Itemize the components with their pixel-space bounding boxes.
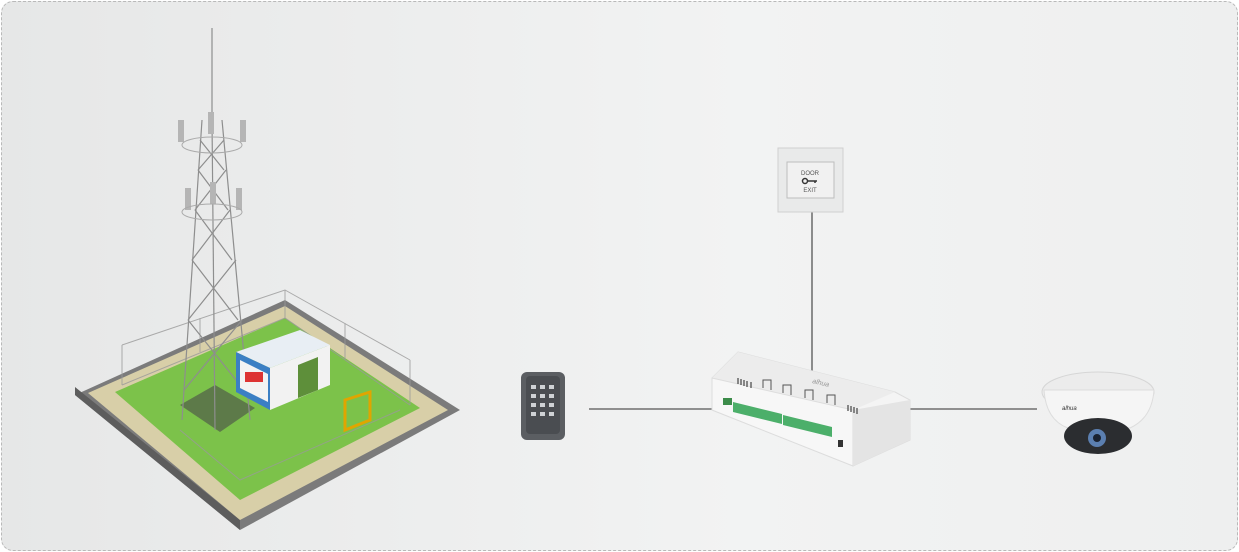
keypad-keys-icon [531,385,554,416]
door-exit-button: DOOR EXIT [777,147,844,213]
exit-button-bottom-text: EXIT [803,188,817,194]
keypad-reader [521,372,565,440]
tower-site [75,28,460,530]
equipment-shelter [236,330,372,433]
controller-logo: alhua [812,378,830,389]
camera-logo: alhua [1062,406,1077,412]
access-controller: alhua [711,351,911,467]
dome-camera: alhua [1041,371,1155,454]
exit-button-top-text: DOOR [801,171,820,177]
key-icon [801,177,817,185]
grass-area [115,318,420,500]
